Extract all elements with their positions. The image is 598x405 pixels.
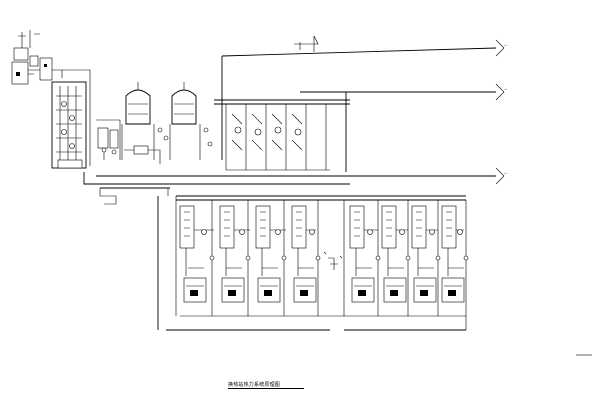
drawing-title: 换热站热力系统原理图 <box>228 382 281 388</box>
unit-frame <box>157 195 466 331</box>
svg-text:→: → <box>504 87 507 91</box>
filter-column <box>51 69 91 169</box>
boiler-units-left <box>179 200 321 316</box>
intake-unit <box>11 30 63 85</box>
drawing-title-block: 换热站热力系统原理图 <box>228 381 304 391</box>
supply-lines: → → → <box>221 35 507 185</box>
storage-tanks <box>121 82 213 164</box>
central-symbol <box>323 251 343 270</box>
svg-text:→: → <box>504 171 507 175</box>
boiler-units-right <box>343 200 469 330</box>
main-header <box>83 172 350 205</box>
distribution-branches <box>214 99 350 171</box>
heat-exchanger-group <box>96 119 121 160</box>
svg-text:→: → <box>504 43 507 47</box>
title-underline <box>228 388 304 389</box>
